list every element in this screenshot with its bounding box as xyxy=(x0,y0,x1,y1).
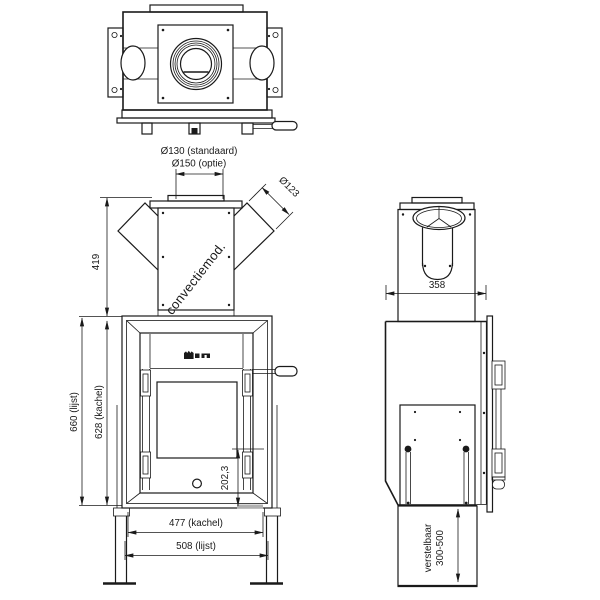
module-top-plate xyxy=(149,200,243,209)
front-frame-inner xyxy=(126,320,268,504)
adjuster-bolt xyxy=(462,445,470,453)
foot xyxy=(141,122,153,135)
dim-label-adjustable: verstelbaar xyxy=(423,523,434,572)
module-height-dimension: 419 xyxy=(91,197,152,317)
dim-label-stove-height: 628 (kachel) xyxy=(94,385,105,439)
air-control-knob xyxy=(192,478,203,489)
top-view xyxy=(107,4,298,135)
dim-label-frame-height: 660 (lijst) xyxy=(69,392,80,432)
top-view-back-plate xyxy=(149,4,244,13)
side-handle-stub xyxy=(492,479,505,490)
dim-label-flue-option: Ø150 (optie) xyxy=(172,159,226,170)
door-handle-front xyxy=(252,365,298,377)
side-pedestal: verstelbaar 300-500 xyxy=(397,505,478,588)
shaded-strip xyxy=(237,504,263,509)
left-leg xyxy=(103,507,136,585)
right-leg xyxy=(250,507,283,585)
door-handle-top xyxy=(253,120,298,131)
right-door-column xyxy=(242,369,253,490)
right-duct xyxy=(233,202,275,271)
dim-label-depth: 358 xyxy=(429,280,446,291)
right-convection-outlet xyxy=(249,45,275,81)
left-duct xyxy=(117,202,159,271)
side-mounting-plate xyxy=(399,404,476,506)
side-hinge-assembly xyxy=(491,360,506,490)
side-collar-ring xyxy=(411,196,463,204)
front-view-dimensions: 660 (lijst) 628 (kachel) 202,3 477 (kach… xyxy=(69,316,269,560)
dim-label-duct-diameter: Ø123 xyxy=(276,175,301,200)
dim-label-glass-offset: 202,3 xyxy=(220,465,231,490)
flue-outlet-top xyxy=(169,37,223,91)
mount-hole xyxy=(272,32,279,39)
side-duct-tube xyxy=(412,205,466,281)
dim-label-stove-width: 477 (kachel) xyxy=(169,518,223,529)
duct-diameter-dimension: Ø123 xyxy=(248,175,302,230)
left-door-column xyxy=(140,369,151,490)
module-body xyxy=(157,207,235,311)
door-opening xyxy=(139,332,254,494)
door-glass xyxy=(156,381,238,459)
adjuster-bolt xyxy=(404,445,412,453)
left-convection-outlet xyxy=(120,45,146,81)
side-stove-body xyxy=(384,315,494,513)
depth-dimension: 358 xyxy=(385,280,487,300)
dim-label-adjustable-range: 300-500 xyxy=(435,529,446,566)
dim-label-module-height: 419 xyxy=(91,254,102,270)
foot xyxy=(241,122,254,135)
top-view-base-flange xyxy=(116,117,276,124)
front-view xyxy=(103,315,298,585)
mount-hole xyxy=(272,87,279,94)
mount-hole xyxy=(111,87,118,94)
dim-label-flue-standard: Ø130 (standaard) xyxy=(161,146,238,157)
side-view: 358 xyxy=(384,196,506,588)
top-view-base-plate xyxy=(121,109,273,119)
flue-dimension: Ø130 (standaard) Ø150 (optie) xyxy=(161,146,238,199)
brand-logo xyxy=(184,350,210,359)
convection-module-front: convectiemod. xyxy=(117,194,275,317)
side-frame-slat xyxy=(486,315,494,513)
mount-hole xyxy=(111,32,118,39)
dim-label-frame-width: 508 (lijst) xyxy=(176,541,216,552)
